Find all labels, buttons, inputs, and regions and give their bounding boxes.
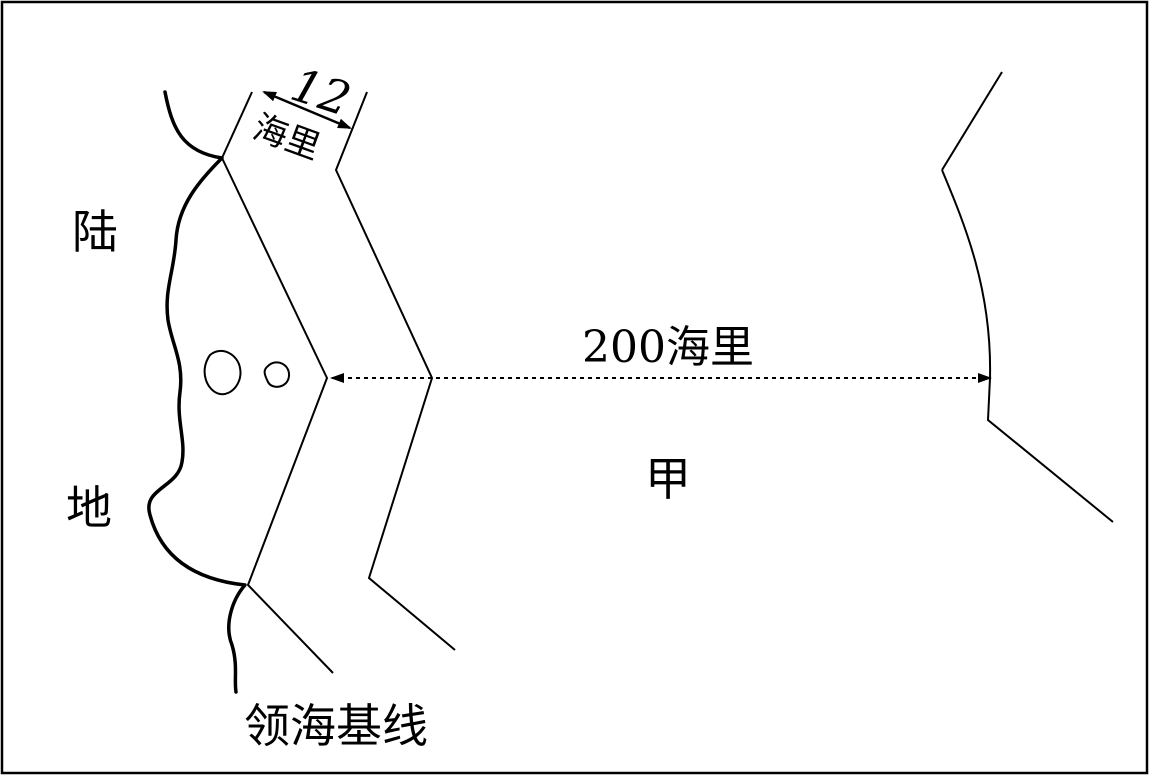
eez-limit: [941, 71, 1003, 171]
region-label: 甲: [645, 452, 691, 506]
territorial-width-number: 12: [285, 57, 357, 126]
eez-limit-curve: [941, 169, 1114, 523]
land-label-1: 陆: [72, 205, 118, 259]
territorial-sea-limit: [334, 91, 456, 651]
baseline-label: 领海基线: [244, 699, 428, 753]
coastline: [147, 90, 247, 694]
territorial-baseline: [221, 157, 334, 674]
island-large: [203, 349, 242, 396]
territorial-width-arrow: [262, 90, 352, 130]
territorial-strip-edge: [221, 91, 253, 159]
island-small: [263, 361, 291, 388]
eez-width-label: 200海里: [582, 322, 754, 373]
land-label-2: 地: [66, 481, 112, 535]
